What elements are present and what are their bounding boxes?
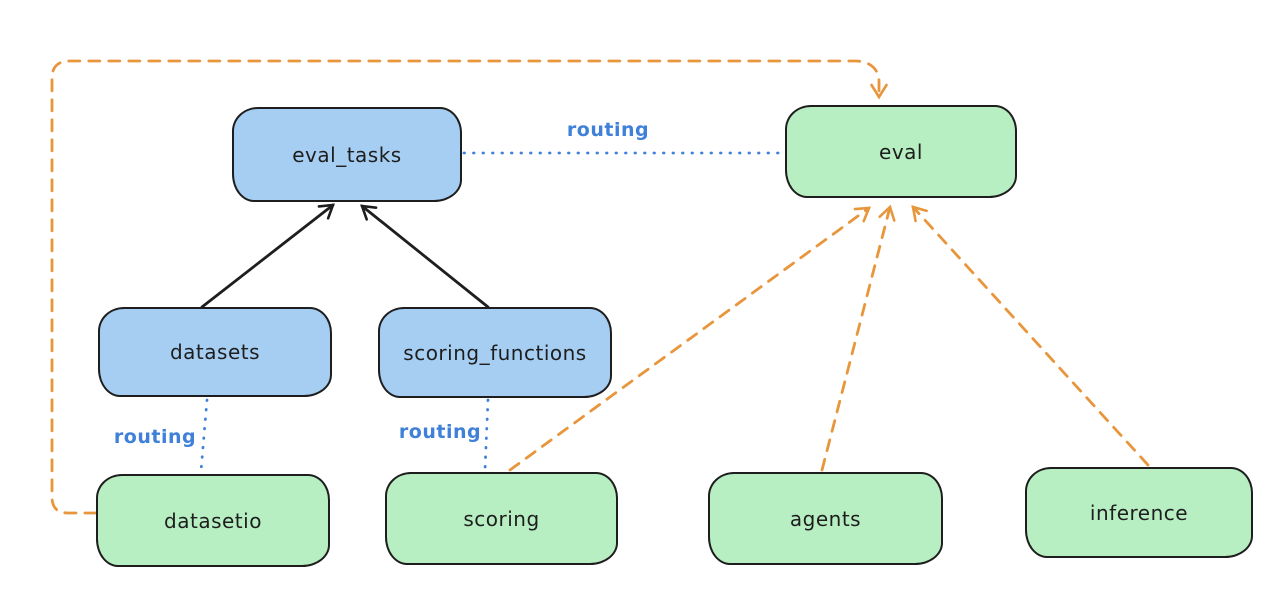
node-scoring: scoring (385, 472, 618, 565)
node-datasetio: datasetio (96, 474, 330, 567)
edge-scoring-functions-to-eval-tasks (360, 204, 490, 309)
node-scoring-label: scoring (463, 506, 540, 531)
edge-inference-to-eval (911, 205, 1150, 467)
node-datasets: datasets (98, 307, 332, 397)
node-datasets-label: datasets (169, 340, 261, 364)
node-inference: inference (1025, 467, 1253, 558)
edge-datasets-to-eval-tasks (200, 203, 335, 309)
edge-agents-to-eval (820, 204, 896, 472)
node-eval-tasks: eval_tasks (232, 107, 462, 202)
node-eval: eval (785, 105, 1017, 198)
routing-label-eval-tasks-eval: routing (566, 119, 650, 141)
node-datasetio-label: datasetio (164, 508, 262, 533)
routing-label-scoring-functions-scoring: routing (398, 421, 482, 443)
node-inference-label: inference (1089, 500, 1189, 525)
edge-scoring-functions-to-scoring-routing (483, 398, 490, 472)
node-scoring-functions: scoring_functions (378, 307, 612, 398)
node-eval-label: eval (879, 139, 923, 164)
node-agents-label: agents (789, 506, 862, 531)
node-eval-tasks-label: eval_tasks (292, 142, 402, 167)
node-agents: agents (708, 472, 943, 565)
edge-scoring-to-eval (508, 206, 871, 472)
edge-datasetio-to-eval (50, 59, 888, 515)
routing-label-datasets-datasetio: routing (113, 426, 197, 448)
node-scoring-functions-label: scoring_functions (403, 340, 587, 365)
